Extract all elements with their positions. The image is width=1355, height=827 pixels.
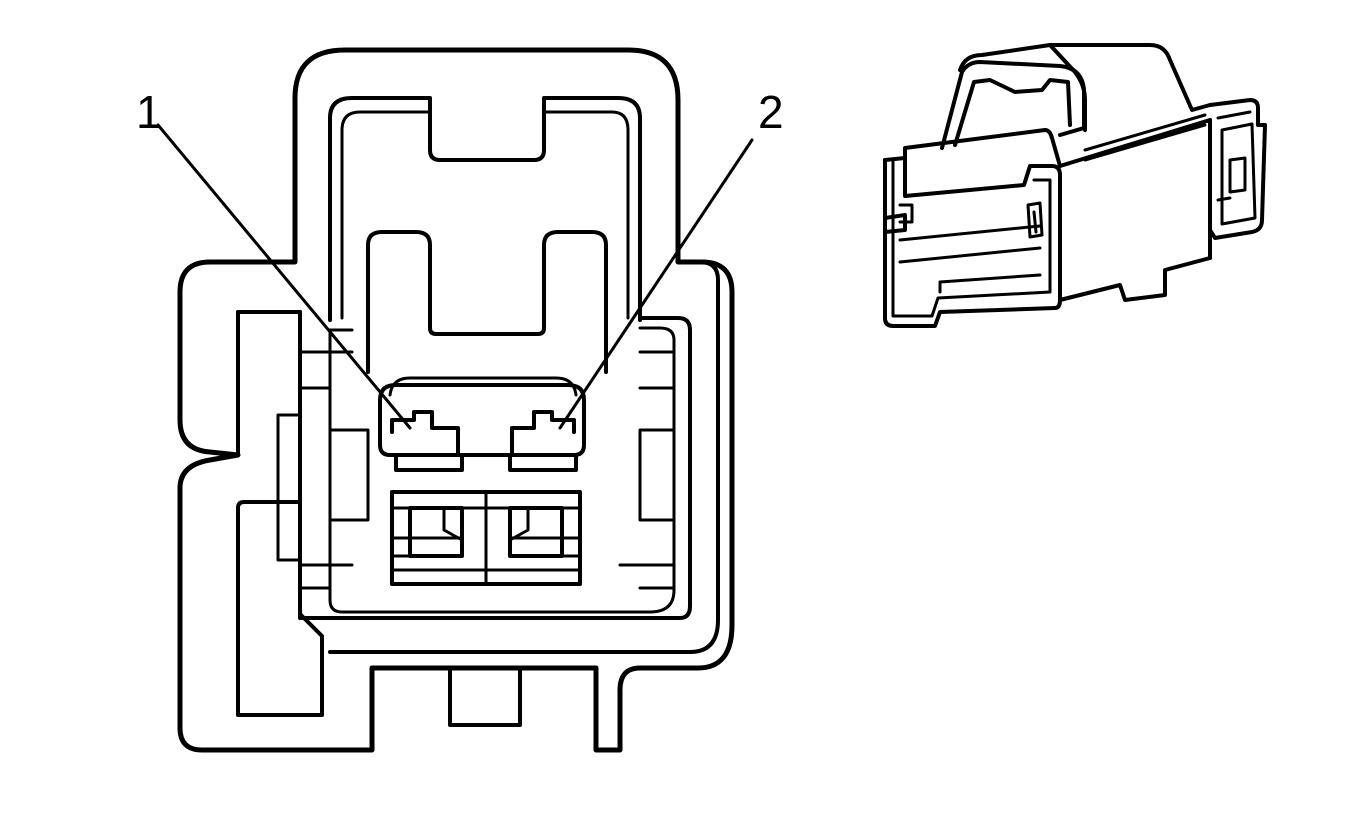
- left-recess-top: [236, 310, 302, 510]
- callout-1: 1: [136, 86, 412, 430]
- pin-shroud-top: [388, 376, 578, 397]
- latch-hood-inner: [328, 96, 642, 322]
- iso-side-rail: [1083, 113, 1207, 162]
- iso-side-body: [1058, 118, 1212, 302]
- iso-roof: [958, 43, 1212, 112]
- iso-front-slot: [883, 156, 907, 234]
- left-ribs: [298, 350, 370, 590]
- lower-lock-window-left-diag: [442, 506, 464, 542]
- iso-end-latch-details: [1216, 110, 1257, 226]
- housing-outline: [177, 47, 735, 753]
- lower-lock-window-right-diag: [508, 506, 530, 542]
- cavity-block-inner: [328, 326, 676, 614]
- lower-lock-window-right: [508, 506, 564, 558]
- callout-label-1: 1: [136, 86, 162, 138]
- right-ribs: [618, 350, 676, 590]
- latch-tab: [366, 230, 608, 374]
- iso-front-face-inner: [891, 158, 1052, 318]
- connector-isometric-view: [883, 43, 1267, 328]
- iso-latch-hood: [940, 60, 1086, 150]
- callout-label-2: 2: [758, 86, 784, 138]
- latch-hood-inner-offset: [340, 110, 630, 320]
- left-recess: [236, 310, 324, 717]
- connector-face-view: [177, 47, 735, 753]
- cavity-block-outer: [298, 310, 692, 620]
- iso-side-window: [1026, 201, 1044, 239]
- iso-front-face: [883, 128, 1062, 328]
- callout-2: 2: [558, 86, 784, 430]
- terminal-cavity-1: [390, 410, 464, 472]
- right-flange: [328, 260, 720, 654]
- lower-lock-window-left: [408, 506, 464, 558]
- pin-shroud: [378, 383, 586, 457]
- bottom-tab: [448, 666, 522, 727]
- terminal-cavity-2: [508, 410, 578, 472]
- left-step-lines: [276, 413, 302, 562]
- leader-line-2: [558, 138, 754, 430]
- left-rib-stubs: [328, 328, 354, 567]
- leader-line-1: [156, 123, 412, 430]
- iso-end-latch: [1208, 98, 1267, 240]
